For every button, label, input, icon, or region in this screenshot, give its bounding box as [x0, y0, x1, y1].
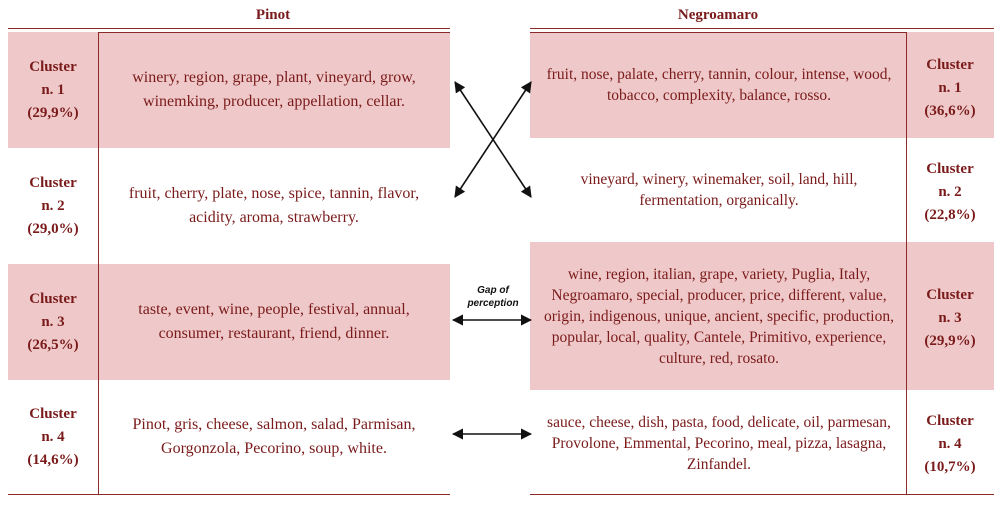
negroamaro-bottom-rule — [530, 494, 994, 495]
pinot-cluster-4-terms: Pinot, gris, cheese, salmon, salad, Parm… — [132, 416, 416, 457]
pinot-top-rule — [8, 28, 450, 29]
negroamaro-cluster-1-terms: fruit, nose, palate, cherry, tannin, col… — [546, 66, 892, 104]
negroamaro-top-rule — [530, 28, 994, 29]
pinot-box-top — [98, 32, 450, 33]
pinot-band-1 — [8, 32, 450, 148]
pinot-cluster-1-terms: winery, region, grape, plant, vineyard, … — [132, 69, 416, 110]
negroamaro-title: Negroamaro — [677, 7, 759, 23]
negroamaro-cluster-3-terms: wine, region, italian, grape, variety, P… — [544, 265, 894, 367]
negroamaro-box-right — [906, 32, 907, 495]
negroamaro-band-3 — [530, 242, 994, 390]
pinot-box-left — [98, 32, 99, 495]
arrow-pinot2-to-negro1 — [454, 81, 532, 198]
negroamaro-box-top — [530, 32, 906, 33]
pinot-title: Pinot — [255, 7, 291, 23]
negroamaro-band-1 — [530, 32, 994, 138]
pinot-cluster-3-terms: taste, event, wine, people, festival, an… — [138, 301, 410, 342]
pinot-cluster-2-terms: fruit, cherry, plate, nose, spice, tanni… — [128, 185, 420, 226]
pinot-bottom-rule — [8, 494, 450, 495]
pinot-band-3 — [8, 264, 450, 380]
negroamaro-cluster-4-terms: sauce, cheese, dish, pasta, food, delica… — [547, 413, 891, 473]
negroamaro-cluster-2-terms: vineyard, winery, winemaker, soil, land,… — [580, 171, 858, 209]
